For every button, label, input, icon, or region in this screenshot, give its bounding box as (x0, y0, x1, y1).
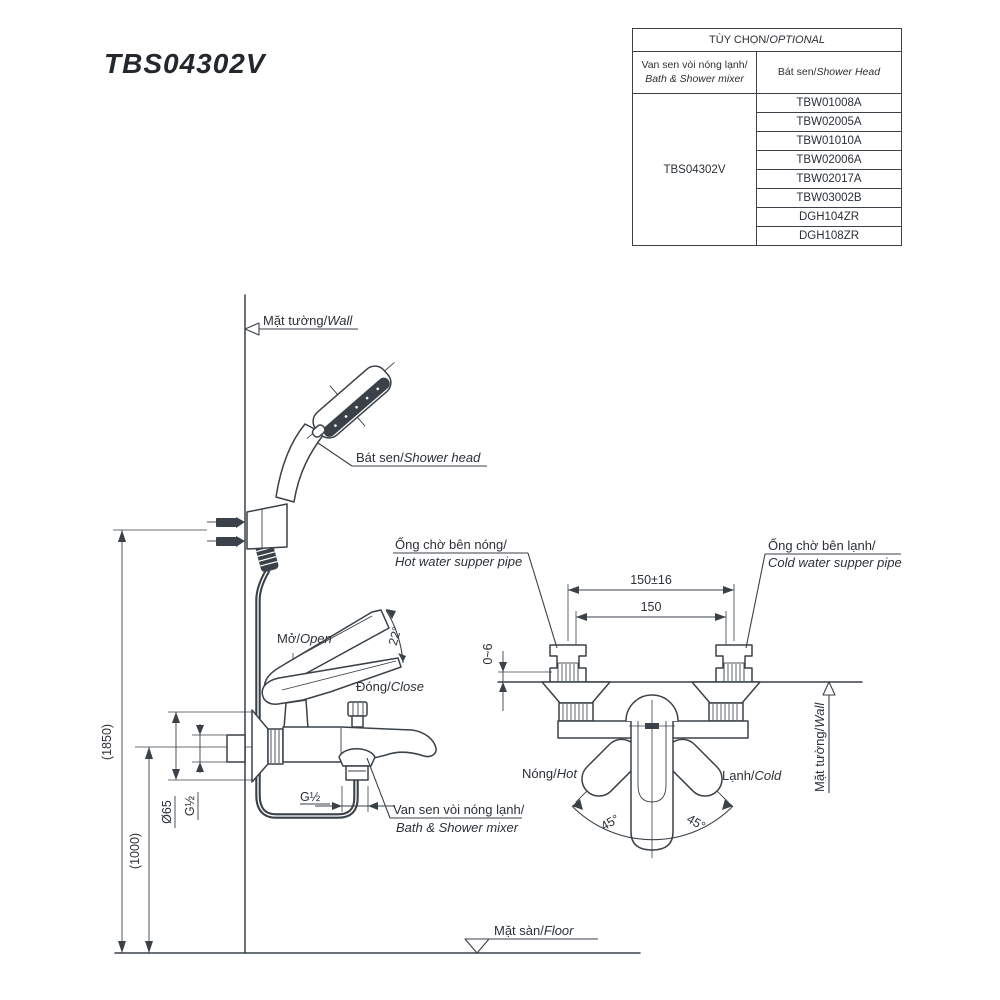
dim-span-label: 150 (641, 600, 662, 614)
knurl-right (712, 704, 738, 720)
knurl-left (562, 704, 588, 720)
cold-supply-pipe (715, 644, 753, 683)
shower-head-cell: DGH108ZR (756, 226, 902, 246)
dim-swing-left-label: 45° (598, 812, 621, 834)
hot-pipe-label-group: Ống chờ bên nóng/ Hot water supper pipe (393, 537, 558, 649)
column-header-mixer: Van sen vòi nóng lạnh/Bath & Shower mixe… (632, 51, 757, 94)
supply-stub (226, 734, 246, 763)
mixer-label-group: Van sen vòi nóng lạnh/ Bath & Shower mix… (366, 757, 525, 835)
diverter-knob (347, 701, 368, 717)
shower-head-label-group: Bát sen/Shower head (317, 442, 487, 467)
cold-pipe-label-en: Cold water supper pipe (768, 555, 902, 570)
hot-pipe-label-vi: Ống chờ bên nóng/ (395, 537, 507, 552)
dim-span-tol-label: 150±16 (630, 573, 672, 587)
cold-pipe-label-vi: Ống chờ bên lạnh/ (768, 538, 876, 553)
dim-1000-label: (1000) (128, 833, 142, 869)
hose-outlet (345, 765, 369, 781)
mixer-body (282, 726, 437, 763)
wall-label-top-group: Mặt tường/Wall (244, 313, 358, 336)
mixer-side-view: 22° (251, 609, 437, 783)
shower-hose (255, 542, 359, 819)
pivot-marker (645, 723, 659, 729)
dim-thread-bottom-label: G½ (300, 790, 321, 804)
dim-thread-bottom: G½ (300, 786, 395, 812)
close-label: Đóng/Close (356, 679, 424, 694)
floor-symbol-icon (464, 938, 490, 954)
page-title: TBS04302V (104, 48, 266, 79)
cold-label: Lạnh/Cold (722, 768, 782, 783)
wall-label-right: Mặt tường/Wall (812, 702, 827, 792)
dim-wall-gap-label: 0~6 (481, 643, 495, 664)
table-row: TBW02017A (633, 169, 902, 189)
mounting-screw-icon (216, 537, 237, 546)
shower-head-cell: TBW02017A (756, 169, 902, 189)
dim-open-angle-label: 22° (386, 625, 404, 647)
hose-coil (255, 542, 279, 572)
wall-label-top: Mặt tường/Wall (263, 313, 353, 328)
shower-head-cell: TBW01008A (756, 93, 902, 113)
shower-head-cell: TBW01010A (756, 131, 902, 151)
dim-install-height: (1850) (100, 529, 207, 953)
dim-thread-left-label: G½ (183, 795, 197, 816)
hot-pipe-label-en: Hot water supper pipe (395, 554, 522, 569)
open-label: Mở/Open (277, 631, 332, 646)
table-row: TBW02005A (633, 112, 902, 132)
column-header-shower-head: Bát sen/Shower Head (756, 51, 902, 94)
wall-bracket (207, 503, 288, 550)
mounting-screw-icon (216, 518, 237, 527)
wall-line-left (114, 294, 641, 954)
hot-label: Nóng/Hot (522, 766, 578, 781)
dim-thread-left: G½ (183, 724, 228, 820)
shower-head-cell: TBW02005A (756, 112, 902, 132)
mixer-model-cell: TBS04302V (632, 93, 757, 246)
table-row: DGH108ZR (633, 226, 902, 246)
hot-supply-pipe (549, 644, 587, 683)
mixer-label-vi: Van sen vòi nóng lạnh/ (393, 802, 525, 817)
mixer-label-en: Bath & Shower mixer (396, 820, 519, 835)
floor-label: Mặt sàn/Floor (494, 923, 574, 938)
wall-arrow-icon (244, 322, 260, 336)
wall-arrow-up-icon (822, 681, 836, 696)
dim-flange: Ø65 (160, 711, 252, 828)
shower-head-assembly (275, 362, 395, 503)
dim-swing-right-label: 45° (684, 812, 707, 834)
dim-flange-label: Ø65 (160, 800, 174, 824)
cold-pipe-label-group: Ống chờ bên lạnh/ Cold water supper pipe (745, 538, 902, 649)
table-row: TBW01010A (633, 131, 902, 151)
floor-label-group: Mặt sàn/Floor (464, 923, 598, 954)
optional-table: TÙY CHỌN/OPTIONAL Van sen vòi nóng lạnh/… (632, 28, 902, 246)
lever-closed (261, 657, 402, 705)
front-view: 45° 45° 150±16 150 0~6 Ống chờ bên nóng/ (393, 537, 902, 858)
dim-1850-label: (1850) (100, 724, 114, 760)
shower-handle (275, 423, 325, 503)
dim-mixer-height: (1000) (128, 746, 345, 953)
wall-label-right-group: Mặt tường/Wall (812, 681, 836, 793)
shower-head-label: Bát sen/Shower head (356, 450, 481, 465)
